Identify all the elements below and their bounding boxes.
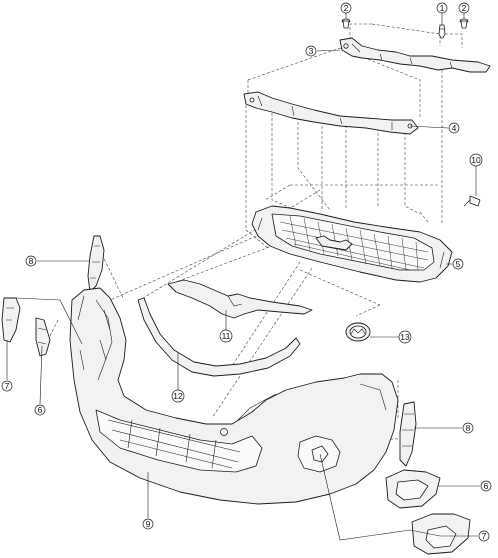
callout-5-label: 5 [456,259,461,269]
callout-10-label: 10 [471,155,481,165]
callout-12: 12 [171,389,185,403]
assembly-guide-lines [43,23,463,441]
callout-3-label: 3 [309,46,314,56]
bumper-bracket-right [399,401,417,467]
callout-2-right-label: 2 [462,3,467,13]
callout-8-right: 8 [462,422,474,434]
side-bracket-left [35,317,51,357]
callout-4: 4 [448,122,460,134]
bumper-bracket-left [87,235,105,293]
callout-7-right: 7 [478,530,490,542]
callout-6-left-label: 6 [38,405,43,415]
callout-9-label: 9 [146,519,151,529]
callout-2-left-label: 2 [344,3,349,13]
callout-1-label: 1 [440,3,445,13]
callout-8-left-label: 8 [29,256,34,266]
callout-8-right-label: 8 [466,423,471,433]
callout-2-right: 2 [458,2,470,14]
callout-1: 1 [436,2,448,14]
side-cover-left [1,297,21,343]
callout-6-right: 6 [480,480,492,492]
clip-fastener-1 [438,24,446,39]
callout-3: 3 [305,45,317,57]
front-bumper [69,287,399,505]
callout-10: 10 [469,153,483,167]
front-grille [251,205,453,283]
upper-reinforcement [243,91,419,135]
callout-9: 9 [142,518,154,530]
shroud-upper-bracket [339,37,491,73]
callout-12-label: 12 [173,391,183,401]
fog-lamp-bezel-right [385,469,441,509]
callout-6-left: 6 [34,404,46,416]
callout-8-left: 8 [25,255,37,267]
grille-upper-molding [167,279,313,319]
callout-4-label: 4 [452,123,457,133]
bolt-fastener-2-left [341,18,351,29]
fog-lamp-cover-right [411,513,471,555]
callout-7-left: 7 [1,380,13,392]
bolt-fastener-2-right [459,18,469,29]
callout-2-left: 2 [340,2,352,14]
leader-lines [6,13,480,541]
grille-lower-trim [137,297,301,377]
callout-6-right-label: 6 [484,481,489,491]
callout-7-left-label: 7 [5,381,10,391]
callout-11-label: 11 [222,331,231,341]
callout-5: 5 [452,258,464,270]
callout-13-label: 13 [400,332,410,342]
emblem [345,322,371,342]
clip-10 [463,195,481,207]
callout-7-right-label: 7 [482,531,487,541]
callout-11: 11 [219,329,233,343]
callout-13: 13 [398,330,412,344]
